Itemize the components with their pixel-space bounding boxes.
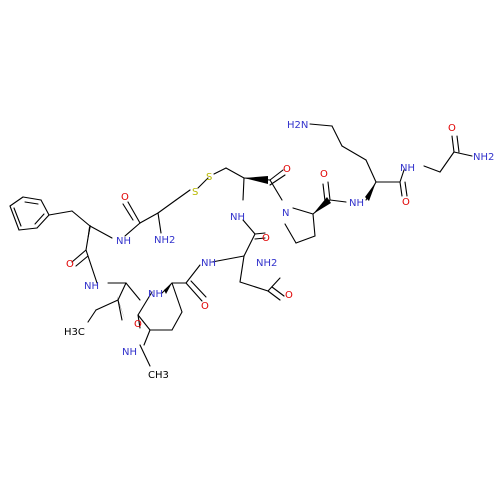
atom-label-nh: NH xyxy=(122,347,137,358)
atom-label-oxygen: O xyxy=(285,290,293,301)
atom-label-ethyl-h3c: H3C xyxy=(64,327,85,338)
atom-label-nh: NH xyxy=(201,258,216,269)
atom-label-oxygen: O xyxy=(262,233,270,244)
atom-label-nh: NH xyxy=(400,163,415,174)
atom-label-amide-nh2: NH2 xyxy=(473,152,494,163)
atom-label-oxygen: O xyxy=(201,301,209,312)
atom-label-oxygen: O xyxy=(320,169,328,180)
atom-label-amino-nh2: NH2 xyxy=(154,235,175,246)
atom-label-nh: NH xyxy=(84,281,99,292)
stereo-wedges xyxy=(86,176,376,320)
atom-label-nh: NH xyxy=(230,212,245,223)
atom-labels: H2N O NH2 NH O O O NH N S S O NH O NH NH… xyxy=(64,120,494,381)
atom-label-nh: NH xyxy=(116,236,131,247)
atom-label-oxygen: O xyxy=(402,197,410,208)
atom-label-n-proline: N xyxy=(282,208,289,219)
atom-label-amine: H2N xyxy=(287,120,308,131)
atom-label-ring-nh: NH xyxy=(148,289,163,300)
atom-label-oxygen: O xyxy=(134,319,142,330)
atom-label-oxygen: O xyxy=(121,192,129,203)
atom-label-sulfur: S xyxy=(206,172,212,183)
atom-label-asn-nh2: NH2 xyxy=(256,258,277,269)
atom-label-oxygen: O xyxy=(448,123,456,134)
atom-label-sulfur: S xyxy=(192,187,198,198)
atom-label-oxygen: O xyxy=(66,259,74,270)
atom-label-nh: NH xyxy=(349,198,364,209)
atom-label-methyl-ch3: CH3 xyxy=(148,370,169,381)
atom-label-oxygen: O xyxy=(283,164,291,175)
